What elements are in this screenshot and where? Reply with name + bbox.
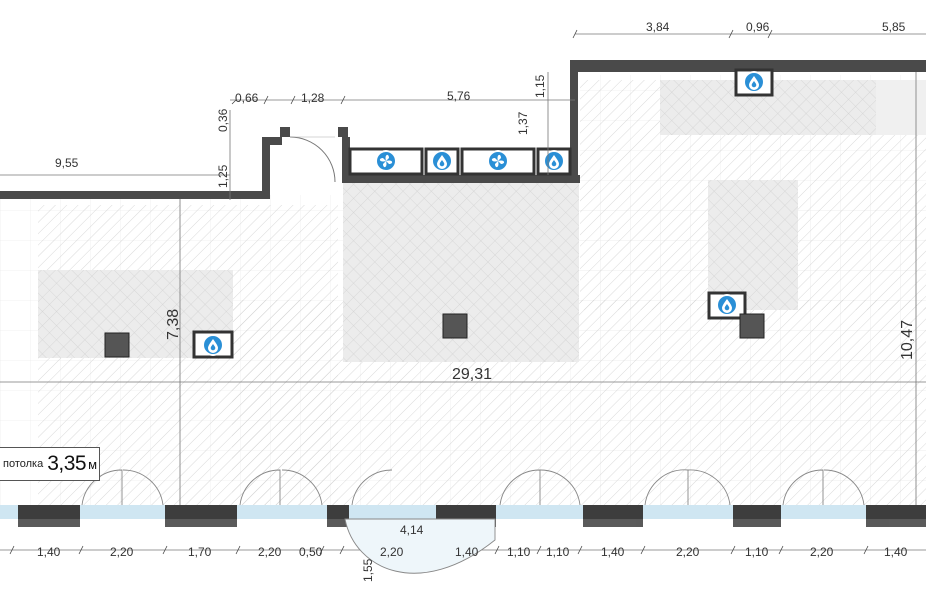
dim-bottom-1: 1,40 <box>37 545 61 559</box>
walls <box>0 60 926 199</box>
dim-vertical-a: 0,36 <box>216 108 230 132</box>
dim-bottom-13: 2,20 <box>810 545 834 559</box>
dim-bottom-14: 1,40 <box>884 545 908 559</box>
dim-bottom-7: 1,40 <box>455 545 479 559</box>
dim-bottom-9: 1,10 <box>546 545 570 559</box>
dim-bay-depth: 1,55 <box>361 558 375 582</box>
dim-overall-depth: 10,47 <box>899 320 916 360</box>
dim-vertical-b: 1,25 <box>216 164 230 188</box>
dim-bottom-11: 2,20 <box>676 545 700 559</box>
ceiling-label-text: потолка <box>3 458 44 470</box>
water-drop-icon <box>431 150 453 172</box>
ceiling-height-label: потолка 3,35 м <box>0 447 100 481</box>
ceiling-height-value: 3,35 <box>47 452 87 475</box>
water-drop-icon <box>202 334 224 356</box>
dim-top-right-a: 3,84 <box>646 20 670 34</box>
dim-vertical-d: 1,15 <box>533 74 547 98</box>
dim-bottom-8: 1,10 <box>507 545 531 559</box>
floor-area <box>0 75 926 505</box>
water-drop-icon <box>543 150 565 172</box>
dim-top-left: 9,55 <box>55 156 79 170</box>
water-drop-icon <box>716 294 738 316</box>
dim-vertical-c: 1,37 <box>516 111 530 135</box>
dim-vertical-depth: 7,38 <box>165 309 182 340</box>
facade <box>0 469 926 574</box>
dim-overall-width: 29,31 <box>452 366 492 383</box>
columns <box>104 313 765 358</box>
dim-top-right-b: 0,96 <box>746 20 770 34</box>
dim-bottom-3: 1,70 <box>188 545 212 559</box>
dim-bottom-12: 1,10 <box>745 545 769 559</box>
dim-bottom-10: 1,40 <box>601 545 625 559</box>
dim-bottom-4: 2,20 <box>258 545 282 559</box>
dim-top-seg-a: 0,66 <box>235 91 259 105</box>
dim-bay: 4,14 <box>400 523 424 537</box>
dim-top-seg-c: 5,76 <box>447 89 471 103</box>
dim-top-right-c: 5,85 <box>882 20 906 34</box>
dim-top-seg-b: 1,28 <box>301 91 325 105</box>
water-drop-icon <box>743 71 765 93</box>
fan-icon <box>487 150 509 172</box>
fan-icon <box>375 150 397 172</box>
dim-bottom-5: 0,50 <box>299 545 323 559</box>
dimension-labels: 9,55 0,66 1,28 5,76 3,84 0,96 5,85 0,36 … <box>37 20 916 582</box>
dim-bottom-2: 2,20 <box>110 545 134 559</box>
dim-bottom-6: 2,20 <box>380 545 404 559</box>
door-swing <box>289 136 336 183</box>
ceiling-height-unit: м <box>88 456 98 472</box>
